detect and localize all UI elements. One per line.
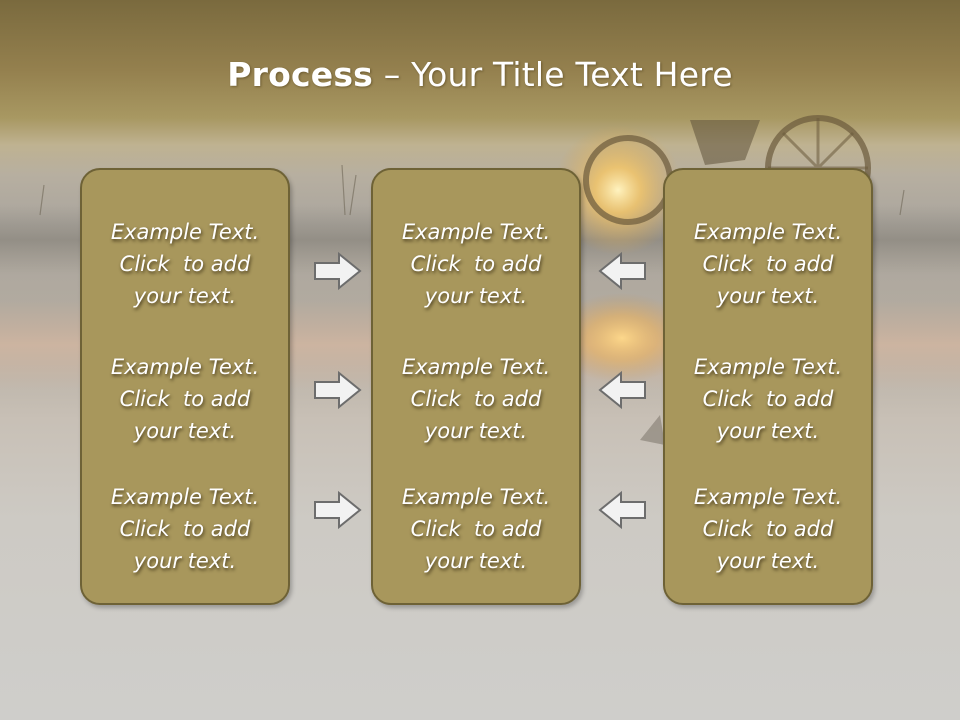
text-placeholder[interactable]: Example Text. Click to add your text. <box>82 216 288 312</box>
process-box-left: Example Text. Click to add your text. Ex… <box>80 168 290 605</box>
text-line: your text. <box>716 419 820 443</box>
text-line: Click to add <box>702 387 834 411</box>
text-placeholder[interactable]: Example Text. Click to add your text. <box>82 481 288 577</box>
text-line: your text. <box>133 284 237 308</box>
text-line: your text. <box>424 549 528 573</box>
text-line: your text. <box>424 419 528 443</box>
arrow-left-icon <box>597 490 647 530</box>
text-placeholder[interactable]: Example Text. Click to add your text. <box>373 216 579 312</box>
text-line: Click to add <box>702 252 834 276</box>
text-line: your text. <box>133 549 237 573</box>
arrow-left-icon <box>597 251 647 291</box>
text-placeholder[interactable]: Example Text. Click to add your text. <box>373 481 579 577</box>
text-placeholder[interactable]: Example Text. Click to add your text. <box>82 351 288 447</box>
text-line: Click to add <box>702 517 834 541</box>
text-line: your text. <box>424 284 528 308</box>
process-box-right: Example Text. Click to add your text. Ex… <box>663 168 873 605</box>
text-placeholder[interactable]: Example Text. Click to add your text. <box>373 351 579 447</box>
text-line: Click to add <box>410 252 542 276</box>
text-placeholder[interactable]: Example Text. Click to add your text. <box>665 351 871 447</box>
text-line: Click to add <box>119 387 251 411</box>
process-box-center: Example Text. Click to add your text. Ex… <box>371 168 581 605</box>
title-bold-part: Process <box>227 55 374 94</box>
text-line: Click to add <box>410 517 542 541</box>
text-line: Click to add <box>410 387 542 411</box>
text-line: Example Text. <box>110 355 260 379</box>
text-line: Click to add <box>119 252 251 276</box>
arrow-right-icon <box>313 490 363 530</box>
text-line: Example Text. <box>110 485 260 509</box>
text-line: Example Text. <box>110 220 260 244</box>
text-line: Example Text. <box>401 355 551 379</box>
text-line: Example Text. <box>693 485 843 509</box>
text-placeholder[interactable]: Example Text. Click to add your text. <box>665 216 871 312</box>
slide-title: Process – Your Title Text Here <box>0 50 960 100</box>
arrow-left-icon <box>597 370 647 410</box>
arrow-right-icon <box>313 251 363 291</box>
text-line: Example Text. <box>693 355 843 379</box>
text-line: Example Text. <box>693 220 843 244</box>
title-rest-part: – Your Title Text Here <box>373 55 733 94</box>
text-line: your text. <box>716 284 820 308</box>
text-placeholder[interactable]: Example Text. Click to add your text. <box>665 481 871 577</box>
text-line: Example Text. <box>401 485 551 509</box>
text-line: your text. <box>133 419 237 443</box>
text-line: Click to add <box>119 517 251 541</box>
text-line: your text. <box>716 549 820 573</box>
text-line: Example Text. <box>401 220 551 244</box>
arrow-right-icon <box>313 370 363 410</box>
